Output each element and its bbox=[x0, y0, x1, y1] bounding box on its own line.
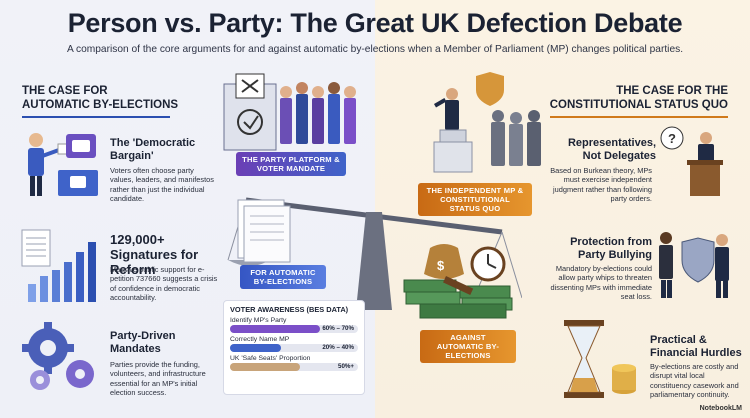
banner-against-automatic: AGAINST AUTOMATIC BY-ELECTIONS bbox=[420, 330, 516, 363]
right-case-heading: THE CASE FOR THE CONSTITUTIONAL STATUS Q… bbox=[550, 84, 728, 118]
podium-speaker-icon: ? bbox=[660, 126, 723, 196]
right-item-1-body: Based on Burkean theory, MPs must exerci… bbox=[550, 166, 652, 204]
petition-chart-icon bbox=[21, 229, 96, 302]
banner-independent-mp: THE INDEPENDENT MP & CONSTITUTIONAL STAT… bbox=[418, 183, 532, 216]
right-item-3-body: By-elections are costly and disrupt vita… bbox=[650, 362, 739, 400]
left-case-heading: THE CASE FOR AUTOMATIC BY-ELECTIONS bbox=[22, 84, 178, 118]
banner-party-platform: THE PARTY PLATFORM & VOTER MANDATE bbox=[236, 152, 346, 176]
awareness-row: UK 'Safe Seats' Proportion 50%+ bbox=[230, 355, 358, 371]
left-item-3-title: Party-Driven Mandates bbox=[110, 330, 176, 355]
awareness-row-label: UK 'Safe Seats' Proportion bbox=[230, 355, 311, 362]
awareness-bar-value: 50%+ bbox=[338, 363, 354, 370]
svg-text:?: ? bbox=[668, 131, 676, 146]
page-title: Person vs. Party: The Great UK Defection… bbox=[67, 8, 683, 38]
gears-icon bbox=[22, 322, 94, 390]
awareness-bar-track: 60% – 70% bbox=[230, 325, 358, 333]
left-heading-underline bbox=[22, 116, 170, 118]
awareness-bar-fill bbox=[230, 363, 301, 371]
right-item-2-body: Mandatory by-elections could allow party… bbox=[550, 264, 652, 302]
balance-scale-icon bbox=[227, 197, 522, 310]
ballot-voter-icon bbox=[28, 133, 98, 196]
right-heading-line1: THE CASE FOR THE bbox=[616, 85, 728, 97]
awareness-bar-fill bbox=[230, 325, 320, 333]
banner-for-automatic: FOR AUTOMATIC BY-ELECTIONS bbox=[240, 265, 326, 289]
awareness-bar-fill bbox=[230, 344, 282, 352]
right-heading-line2: CONSTITUTIONAL STATUS QUO bbox=[549, 99, 728, 111]
left-item-1-body: Voters often choose party values, leader… bbox=[110, 166, 214, 204]
independent-mp-statue-icon bbox=[433, 72, 541, 173]
left-item-1-title: The 'Democratic Bargain' bbox=[110, 137, 196, 162]
awareness-bar-value: 20% – 40% bbox=[322, 344, 354, 351]
voter-awareness-rows: Identify MP's Party 60% – 70% Correctly Na… bbox=[230, 317, 358, 371]
voter-awareness-title: VOTER AWARENESS (BES DATA) bbox=[230, 305, 349, 314]
svg-text:$: $ bbox=[437, 258, 445, 273]
left-heading-line1: THE CASE FOR bbox=[22, 85, 108, 97]
awareness-row-label: Correctly Name MP bbox=[230, 336, 290, 343]
awareness-bar-value: 60% – 70% bbox=[322, 325, 354, 332]
hourglass-coins-icon bbox=[564, 320, 636, 398]
left-heading-line2: AUTOMATIC BY-ELECTIONS bbox=[22, 99, 179, 111]
ballot-box-crowd-icon bbox=[223, 73, 356, 151]
notebooklm-logo: NotebookLM bbox=[699, 405, 742, 412]
awareness-row: Identify MP's Party 60% – 70% bbox=[230, 317, 358, 333]
awareness-row-label: Identify MP's Party bbox=[230, 317, 287, 324]
left-item-2-title: 129,000+ Signatures for Reform bbox=[110, 232, 199, 277]
awareness-row: Correctly Name MP 20% – 40% bbox=[230, 336, 358, 352]
awareness-bar-track: 50%+ bbox=[230, 363, 358, 371]
left-item-3-body: Parties provide the funding, volunteers,… bbox=[110, 360, 206, 398]
left-item-2-body: Massive public support for e-petition 73… bbox=[110, 265, 218, 303]
voter-awareness-panel: VOTER AWARENESS (BES DATA) Identify MP's… bbox=[223, 300, 365, 395]
right-item-1-title: Representatives, Not Delegates bbox=[567, 137, 656, 162]
right-heading-underline bbox=[550, 116, 728, 118]
awareness-bar-track: 20% – 40% bbox=[230, 344, 358, 352]
page-subtitle: A comparison of the core arguments for a… bbox=[66, 44, 684, 55]
right-item-3-title: Practical & Financial Hurdles bbox=[650, 334, 742, 359]
right-item-2-title: Protection from Party Bullying bbox=[570, 236, 652, 261]
shield-argument-icon bbox=[659, 232, 729, 298]
money-gavel-clock-icon: $ bbox=[403, 244, 513, 319]
